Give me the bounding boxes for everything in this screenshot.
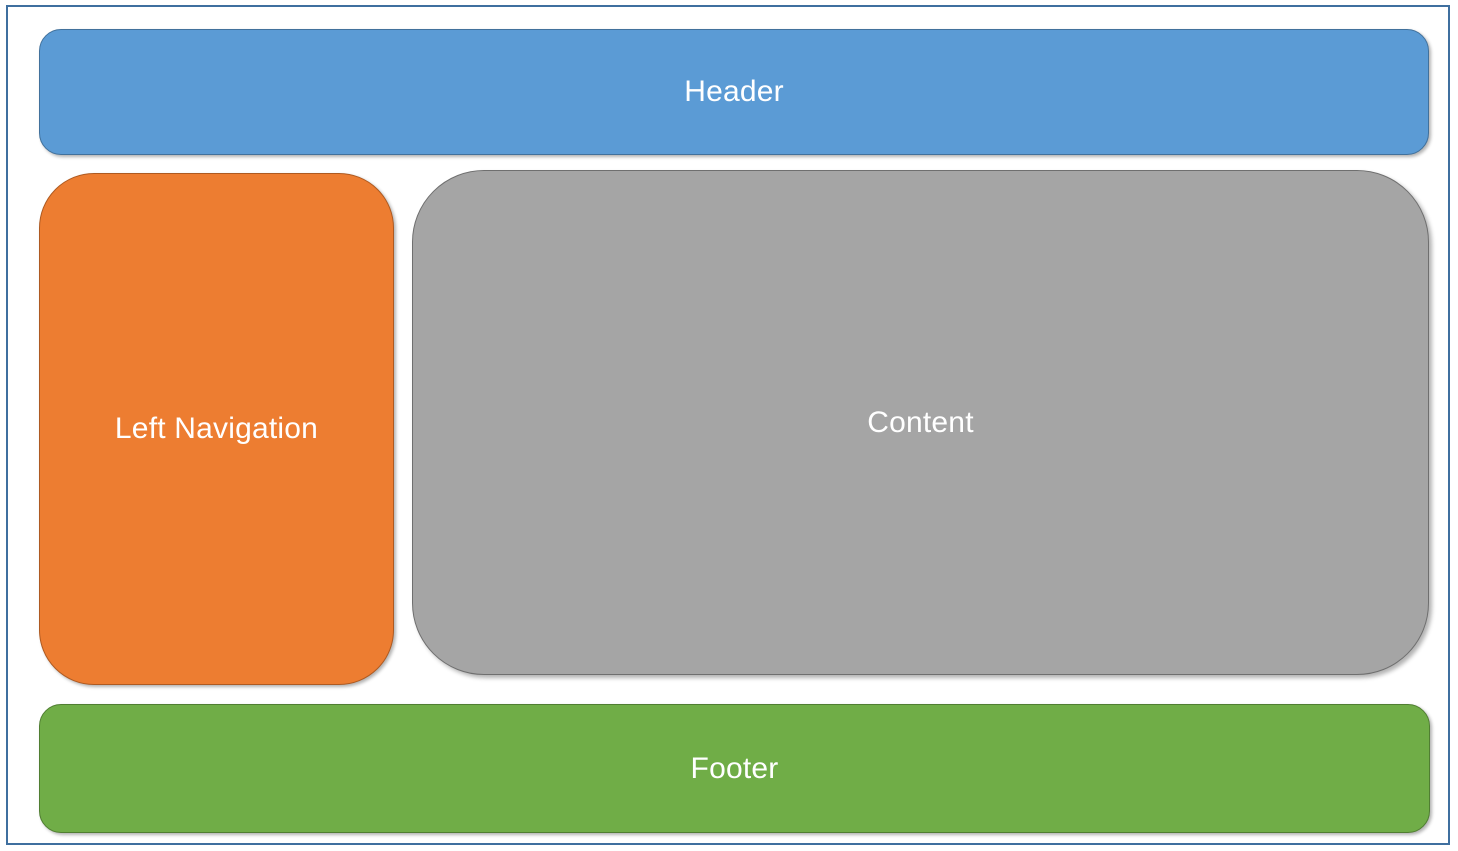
diagram-outer-frame: Header Left Navigation Content Footer xyxy=(6,5,1450,845)
left-navigation-block-label: Left Navigation xyxy=(114,412,319,445)
header-block[interactable]: Header xyxy=(39,29,1429,155)
content-block[interactable]: Content xyxy=(412,170,1429,675)
footer-block-label: Footer xyxy=(690,751,779,785)
header-block-label: Header xyxy=(684,75,784,108)
footer-block[interactable]: Footer xyxy=(39,704,1430,833)
left-navigation-block[interactable]: Left Navigation xyxy=(39,173,394,685)
content-block-label: Content xyxy=(867,405,974,439)
